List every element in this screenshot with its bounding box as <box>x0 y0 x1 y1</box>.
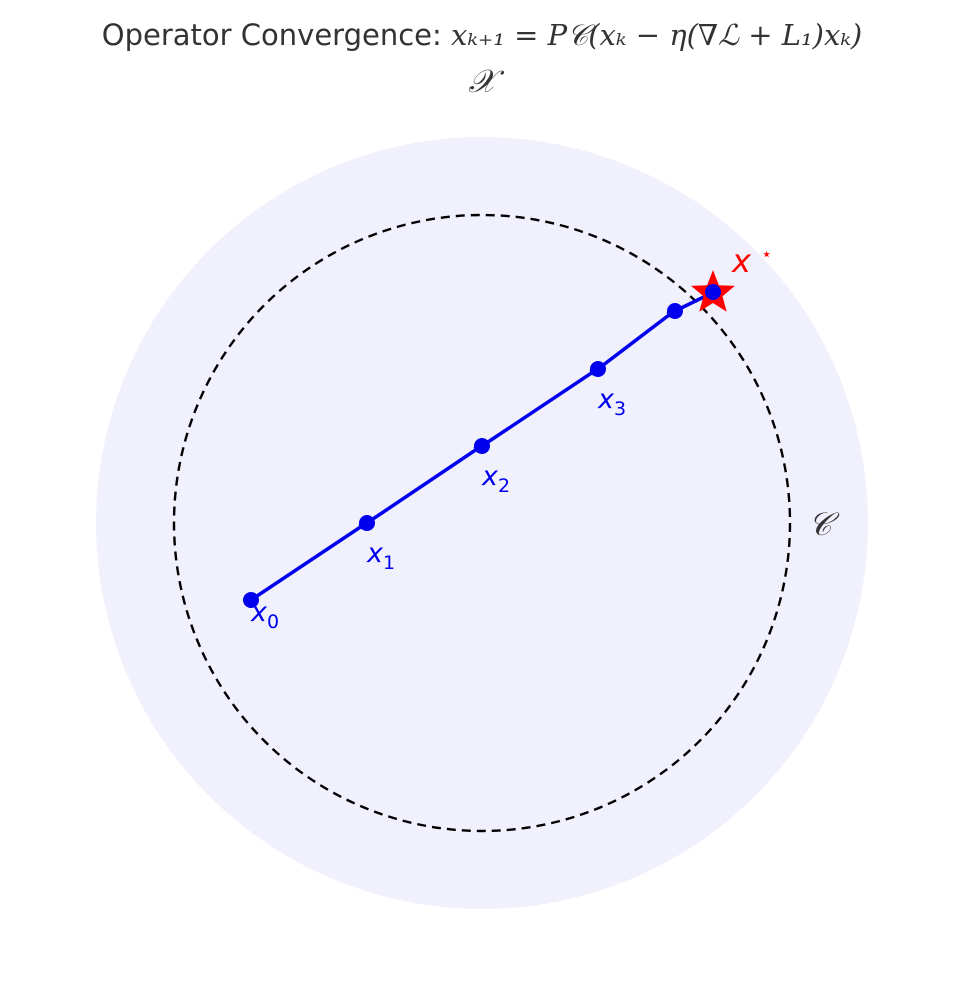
outer-space-label: 𝒳 <box>468 62 505 100</box>
iterate-point-x1 <box>359 515 375 531</box>
step-arrow-3-4 <box>596 310 673 371</box>
step-arrow-0-1 <box>250 522 365 602</box>
step-arrow-1-2 <box>366 445 480 525</box>
optimum-label: x⋆ <box>731 242 772 280</box>
iterate-label-x3: x3 <box>597 384 626 420</box>
constraint-set-boundary <box>172 213 792 833</box>
outer-space-region <box>96 137 868 909</box>
figure-title: Operator Convergence: xₖ₊₁ = P𝒞(xₖ − η(∇… <box>102 18 862 52</box>
iterate-point-x2 <box>474 438 490 454</box>
title-prefix: Operator Convergence: <box>102 18 451 52</box>
iterate-label-x2: x2 <box>481 461 510 497</box>
iterate-point-x4 <box>667 303 683 319</box>
iterate-points <box>243 284 721 608</box>
trajectory <box>250 291 712 602</box>
iterate-point-x0 <box>243 592 259 608</box>
iterate-point-x3 <box>590 361 606 377</box>
iterate-label-x1: x1 <box>366 538 395 574</box>
title-formula: xₖ₊₁ = P𝒞(xₖ − η(∇ℒ + L₁)xₖ) <box>451 18 862 52</box>
step-arrow-2-3 <box>481 368 596 448</box>
iterate-point-x5 <box>705 284 721 300</box>
iterate-label-x0: x0 <box>250 597 279 633</box>
